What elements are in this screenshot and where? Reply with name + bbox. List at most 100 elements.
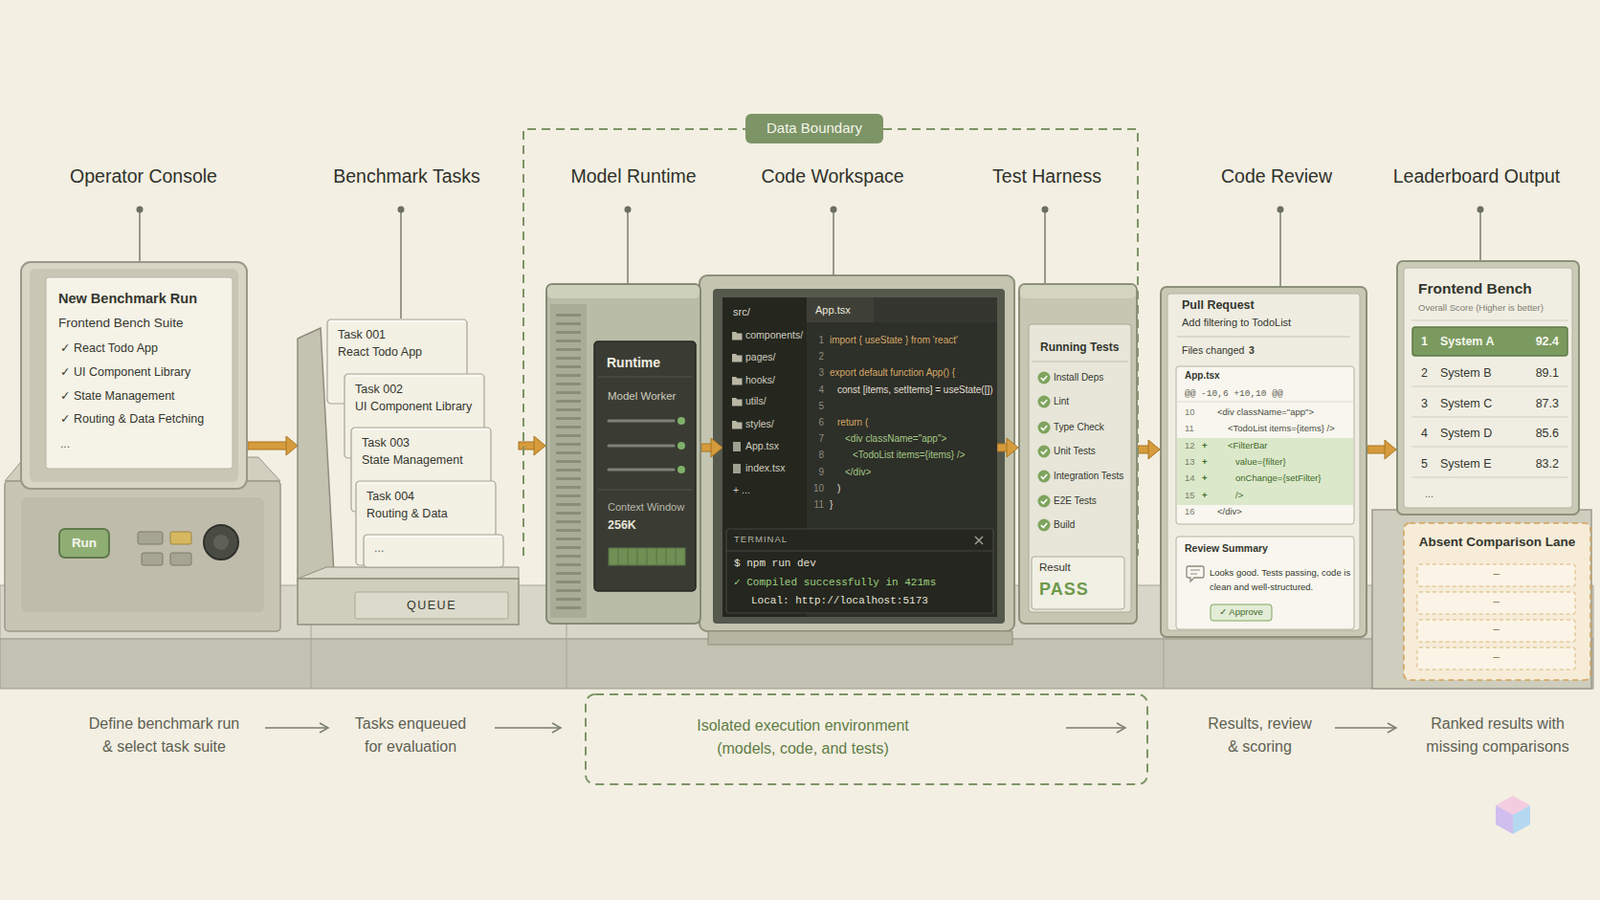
line-shape xyxy=(1411,417,1569,419)
leaderboard-row: 4System D85.6 xyxy=(1411,419,1569,448)
node-text: ... xyxy=(374,541,384,556)
rect-shape xyxy=(1403,523,1591,681)
node-text: @@ -10,6 +10,10 @@ xyxy=(1184,388,1284,400)
node-text: E2E Tests xyxy=(1053,495,1097,508)
rect-shape xyxy=(745,113,884,144)
rect-shape xyxy=(733,442,741,452)
line-shape xyxy=(626,209,629,284)
node-text: Model Worker xyxy=(607,390,676,404)
node-text: System D xyxy=(1440,426,1492,442)
line-shape xyxy=(329,321,466,323)
rect-shape xyxy=(555,356,581,360)
arrow-shaft xyxy=(701,444,712,452)
node-text: </div> xyxy=(844,466,871,479)
line-shape xyxy=(598,377,692,378)
rect-shape xyxy=(726,529,994,614)
node-text: hooks/ xyxy=(745,374,776,387)
circle-shape xyxy=(624,206,632,214)
circle-shape xyxy=(677,417,686,425)
node-text: React Todo App xyxy=(337,345,423,360)
flow-arrow xyxy=(1367,440,1397,460)
node-text: 13 xyxy=(1184,456,1196,467)
circle-shape xyxy=(1038,470,1051,484)
path-shape xyxy=(1041,523,1047,529)
node-text: <TodoList items={items} /> xyxy=(1227,422,1335,434)
isolation-caption-box: Isolated execution environment (models, … xyxy=(584,693,1149,786)
line-shape xyxy=(1411,386,1569,388)
rect-shape xyxy=(555,425,581,429)
rect-shape xyxy=(708,631,1013,645)
node-text: 14 xyxy=(1184,472,1196,484)
node-text: 1 xyxy=(810,334,824,347)
isolation-caption-box-shape xyxy=(584,693,1149,786)
rect-shape xyxy=(555,382,581,386)
node-text: TERMINAL xyxy=(733,533,788,545)
arrow-head xyxy=(1006,438,1019,458)
node-text: pages/ xyxy=(745,351,777,364)
line-shape xyxy=(494,727,559,730)
line-shape xyxy=(400,209,402,319)
rect-shape xyxy=(555,537,581,541)
polygon-shape xyxy=(1512,805,1531,835)
node-text: App.tsx xyxy=(745,440,779,453)
rect-shape xyxy=(555,555,581,558)
polyline-shape xyxy=(552,723,561,734)
line-shape xyxy=(1176,401,1355,403)
line-shape xyxy=(1411,477,1569,479)
node-text: + ... xyxy=(733,484,751,497)
rect-shape xyxy=(555,400,581,403)
rect-shape xyxy=(555,572,581,576)
line-shape xyxy=(608,420,674,423)
node-text: ... xyxy=(1424,488,1434,501)
node-text: – xyxy=(1416,622,1577,637)
node-text: utils/ xyxy=(745,395,767,408)
node-text: Task 003 xyxy=(361,436,410,451)
circle-shape xyxy=(203,525,239,560)
section-heading: Code Review xyxy=(1171,165,1382,188)
circle-shape xyxy=(1038,495,1051,509)
section-heading: Code Workspace xyxy=(727,165,938,188)
rect-shape xyxy=(4,481,281,632)
stage-caption: Define benchmark run & select task suite xyxy=(85,712,244,759)
node-text: New Benchmark Run xyxy=(58,290,198,308)
rect-shape xyxy=(806,297,874,323)
node-text: 92.4 xyxy=(1518,334,1559,350)
section-heading: Model Runtime xyxy=(528,165,739,188)
node-text: 83.2 xyxy=(1518,457,1559,472)
path-shape xyxy=(732,398,743,407)
circle-shape xyxy=(1277,206,1285,214)
line-shape xyxy=(346,376,483,378)
node-text: index.tsx xyxy=(745,462,785,475)
node-text: Result xyxy=(1039,561,1071,576)
node-text: styles/ xyxy=(745,418,775,431)
polyline-shape xyxy=(1116,723,1126,734)
rect-shape xyxy=(555,580,581,584)
node-text: 15 xyxy=(1184,489,1196,501)
section-heading: Leaderboard Output xyxy=(1371,165,1582,188)
node-text: 10 xyxy=(810,483,824,495)
rect-shape xyxy=(1417,592,1576,615)
rect-shape xyxy=(29,268,239,483)
arrow-head xyxy=(1148,440,1160,460)
run-button: Run xyxy=(58,528,111,559)
section-heading: Benchmark Tasks xyxy=(301,165,512,188)
circle-shape xyxy=(1038,422,1051,435)
polyline-shape xyxy=(319,723,329,734)
node-text: Task 002 xyxy=(355,382,403,398)
node-text: 3 xyxy=(1421,397,1428,412)
node-text: Install Deps xyxy=(1053,372,1104,384)
node-text: Add filtering to TodoList xyxy=(1181,316,1291,330)
rect-shape xyxy=(1417,564,1576,587)
leaderboard-panel: Frontend BenchOverall Score (Higher is b… xyxy=(1396,260,1580,516)
rect-shape xyxy=(555,331,581,334)
node-text: 4 xyxy=(810,384,824,397)
rect-shape xyxy=(170,532,192,545)
line-shape xyxy=(1031,361,1129,363)
line-shape xyxy=(357,483,494,485)
test-harness: Running TestsInstall DepsLintType CheckU… xyxy=(1018,283,1138,625)
path-shape xyxy=(1041,499,1047,505)
arrow-head xyxy=(286,436,298,456)
leaderboard-row: 1System A92.4 xyxy=(1411,326,1569,357)
path-shape xyxy=(732,421,743,430)
rect-shape xyxy=(555,486,581,489)
